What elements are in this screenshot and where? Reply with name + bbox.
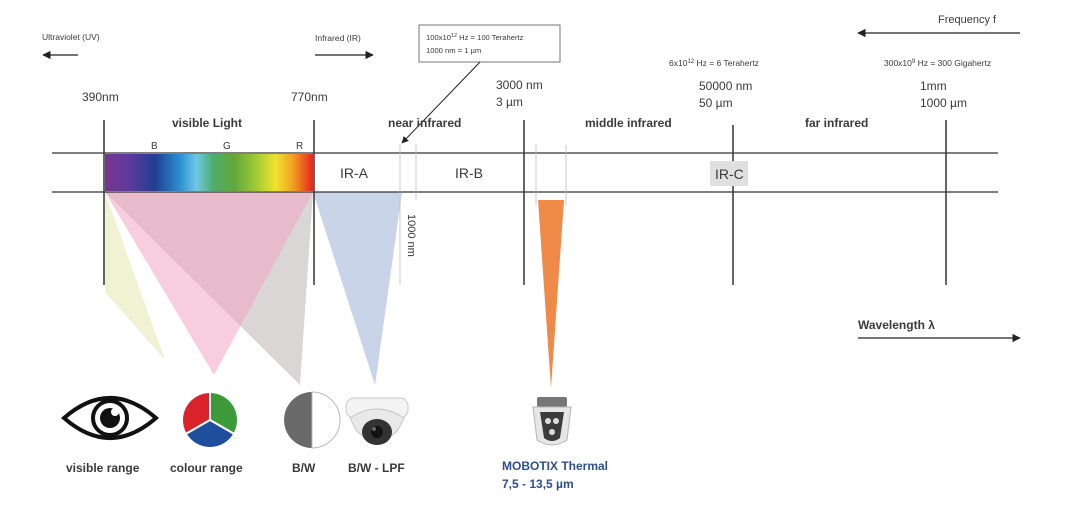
wavelength-50000nm: 50000 nm (699, 79, 752, 93)
wavelength-50um: 50 µm (699, 96, 733, 110)
rgb-wheel-icon (181, 390, 239, 449)
sensor-thermal-name: MOBOTIX Thermal (502, 459, 608, 473)
band-ir-b: IR-B (455, 165, 483, 181)
band-r-label: R (296, 141, 303, 152)
band-g-label: G (223, 141, 231, 152)
sensor-thermal-range: 7,5 - 13,5 µm (502, 477, 574, 491)
uv-label: Ultraviolet (UV) (42, 32, 100, 42)
band-b-label: B (151, 141, 158, 152)
ir-label: Infrared (IR) (315, 33, 361, 43)
sensor-colour-range-label: colour range (170, 461, 243, 475)
callout-line1: 100x1012 Hz = 100 Terahertz (426, 33, 524, 42)
sensor-bw-lpf-label: B/W - LPF (348, 461, 405, 475)
region-near-infrared: near infrared (388, 116, 461, 130)
region-visible-light: visible Light (172, 116, 242, 130)
dome-camera-icon (345, 397, 409, 445)
sensor-visible-range-label: visible range (66, 461, 140, 475)
wavelength-1mm: 1mm (920, 79, 947, 93)
thermal-camera-icon (532, 397, 572, 446)
bw-icon (284, 391, 341, 449)
callout-box (418, 24, 561, 63)
wavelength-390nm: 390nm (82, 90, 119, 104)
visible-range-cone (105, 192, 165, 360)
sensor-bw-label: B/W (292, 461, 316, 475)
wavelength-770nm: 770nm (291, 90, 328, 104)
freq-6thz: 6x1012 Hz = 6 Terahertz (669, 58, 759, 68)
callout-line2: 1000 nm = 1 µm (426, 46, 481, 55)
callout-pointer (401, 61, 481, 144)
band-ir-a: IR-A (340, 165, 369, 181)
thermal-cone (538, 200, 564, 388)
wavelength-3um: 3 µm (496, 95, 523, 109)
label-1000nm-vertical: 1000 nm (405, 214, 417, 257)
region-far-infrared: far infrared (805, 116, 868, 130)
wavelength-1000um: 1000 µm (920, 96, 967, 110)
colour-range-cone (105, 192, 313, 375)
bw-lpf-cone-light (340, 235, 396, 385)
band-ir-c-box (710, 161, 748, 186)
wavelength-axis-label: Wavelength λ (858, 318, 935, 332)
region-middle-infrared: middle infrared (585, 116, 672, 130)
freq-300ghz: 300x109 Hz = 300 Gigahertz (884, 58, 991, 68)
frequency-label: Frequency f (938, 14, 997, 26)
wavelength-3000nm: 3000 nm (496, 78, 543, 92)
band-ir-c: IR-C (715, 166, 744, 182)
visible-spectrum-gradient (105, 154, 313, 191)
eye-icon (60, 396, 160, 440)
